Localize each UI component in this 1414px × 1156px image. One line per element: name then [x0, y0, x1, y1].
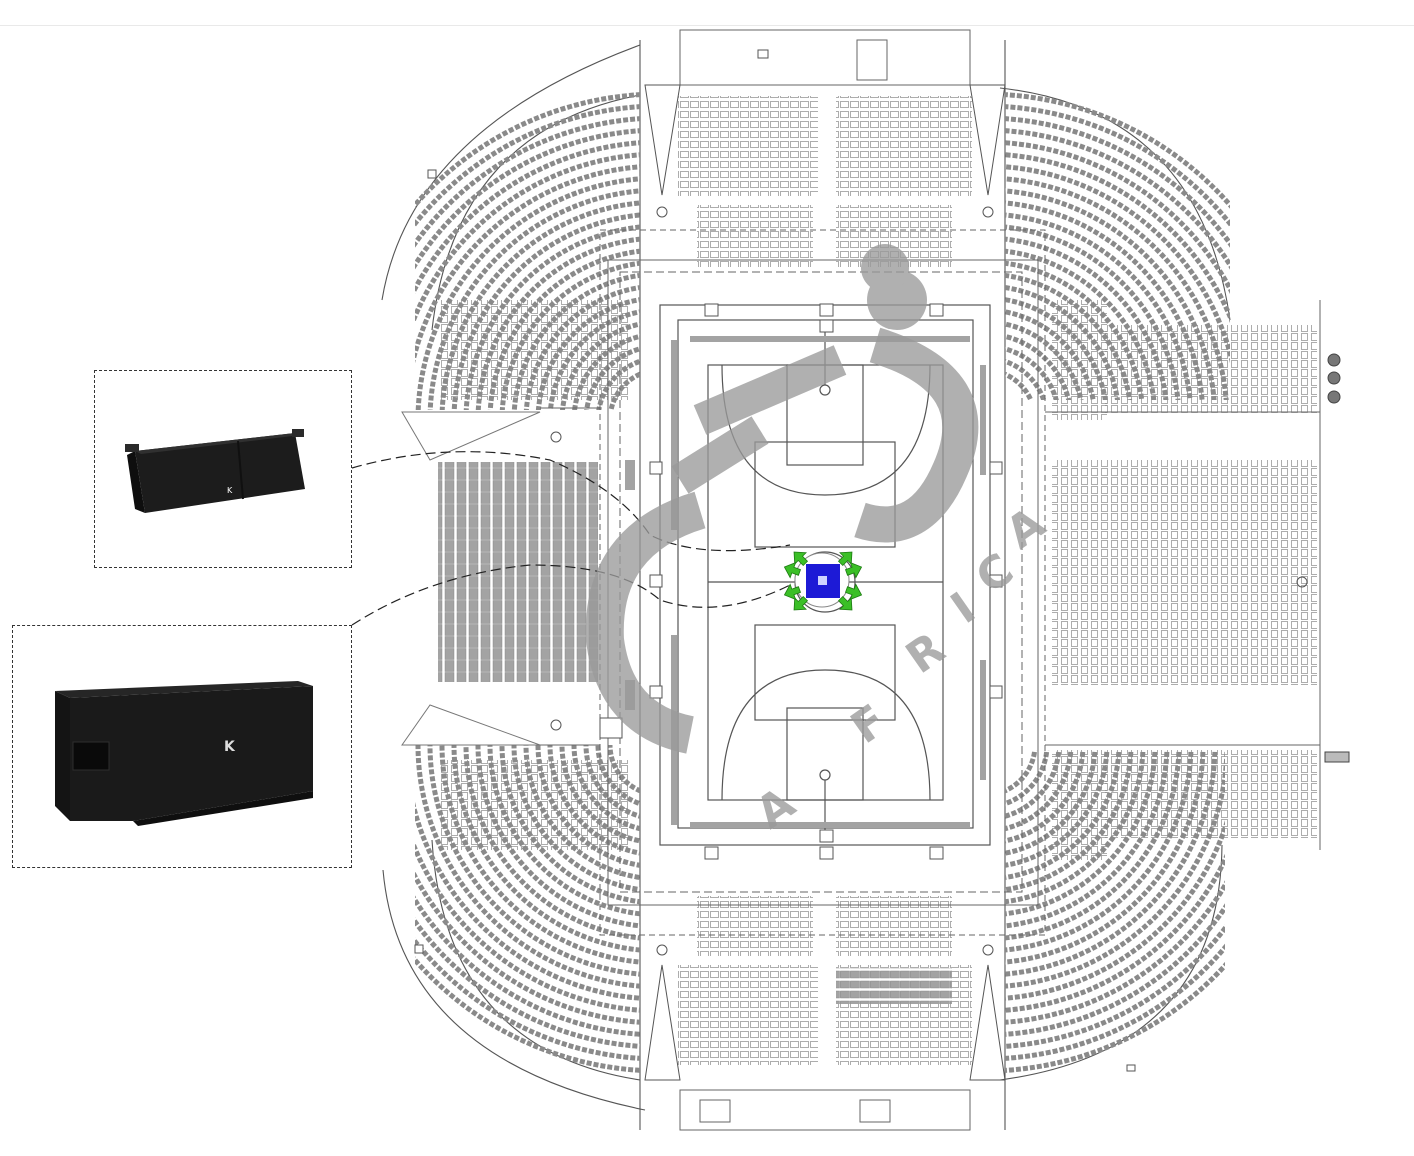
- direction-arrow-icon: [783, 561, 802, 579]
- cable-runs: [351, 451, 791, 626]
- watermark-letter: A: [747, 778, 804, 839]
- speaker-badge: K: [227, 486, 233, 495]
- direction-arrow-icon: [844, 561, 863, 579]
- seating-right-stand: [1052, 300, 1317, 860]
- line-array-speaker-icon: K: [125, 429, 305, 513]
- top-divider: [0, 0, 1414, 26]
- equipment-boxes: [414, 49, 1136, 1072]
- line-array-callout: K: [94, 370, 352, 568]
- watermark-logo: A F R I C A: [585, 244, 1054, 839]
- watermark-letter: I: [942, 583, 985, 634]
- watermark-letter: R: [897, 623, 954, 684]
- seating-left-stand: [438, 300, 628, 850]
- hang-point: [794, 552, 850, 608]
- subwoofer-callout: K: [12, 625, 352, 868]
- subwoofer-speaker-icon: K: [55, 681, 313, 826]
- right-equipment-stack: [1324, 353, 1350, 763]
- column-markers: [550, 206, 1308, 956]
- direction-arrow-icon: [783, 583, 802, 601]
- watermark-letter: C: [967, 544, 1023, 604]
- seating-bottom-stand: [678, 896, 972, 1065]
- direction-arrow-icon: [844, 583, 863, 601]
- vomitories: [644, 84, 1006, 1081]
- watermark-letter: F: [842, 695, 896, 754]
- speaker-badge: K: [224, 739, 236, 755]
- seating-top-stand: [678, 96, 972, 267]
- watermark-letter: A: [997, 498, 1054, 559]
- direction-arrows: [783, 551, 863, 611]
